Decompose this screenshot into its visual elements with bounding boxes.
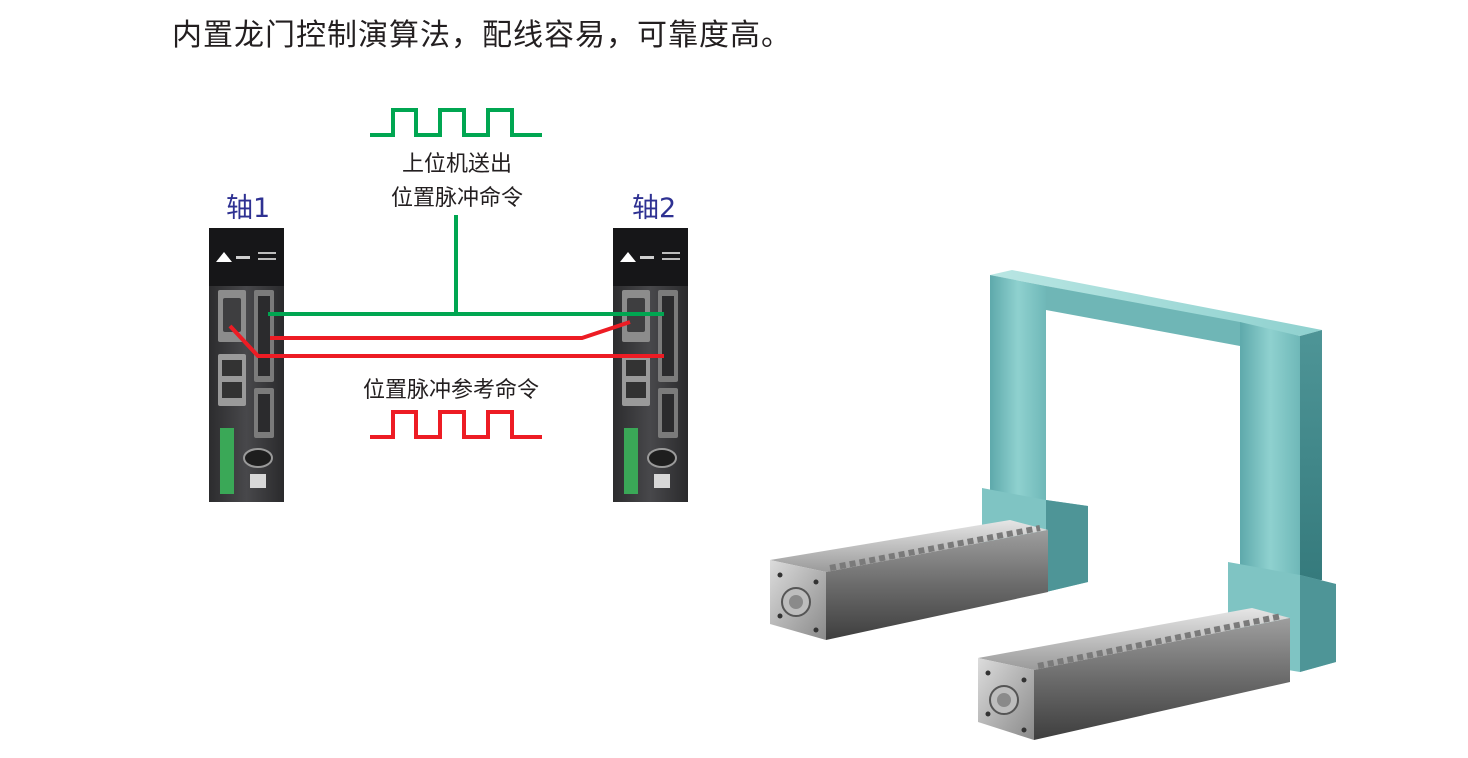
host-signal-caption-line1: 上位机送出 [401, 152, 512, 177]
reference-signal-caption: 位置脉冲参考命令 [362, 378, 539, 403]
host-signal-wire [268, 215, 664, 316]
reference-pulse-waveform [370, 410, 542, 439]
servo-drive-axis2 [613, 228, 688, 502]
headline: 内置龙门控制演算法，配线容易，可靠度高。 [172, 18, 792, 53]
brand-logo-icon [216, 252, 232, 262]
linear-rail-axis1 [770, 520, 1048, 640]
servo-drive-axis1 [209, 228, 284, 502]
gantry-frame [982, 270, 1336, 672]
host-signal-caption-line2: 位置脉冲命令 [390, 186, 523, 211]
reference-signal-wire [228, 320, 664, 358]
axis1-label: 轴1 [226, 193, 271, 224]
brand-logo-icon [620, 252, 636, 262]
linear-rail-axis2 [978, 608, 1290, 740]
terminal-block-icon [220, 428, 234, 494]
terminal-block-icon [624, 428, 638, 494]
host-pulse-waveform [370, 108, 542, 137]
axis2-label: 轴2 [632, 193, 677, 224]
